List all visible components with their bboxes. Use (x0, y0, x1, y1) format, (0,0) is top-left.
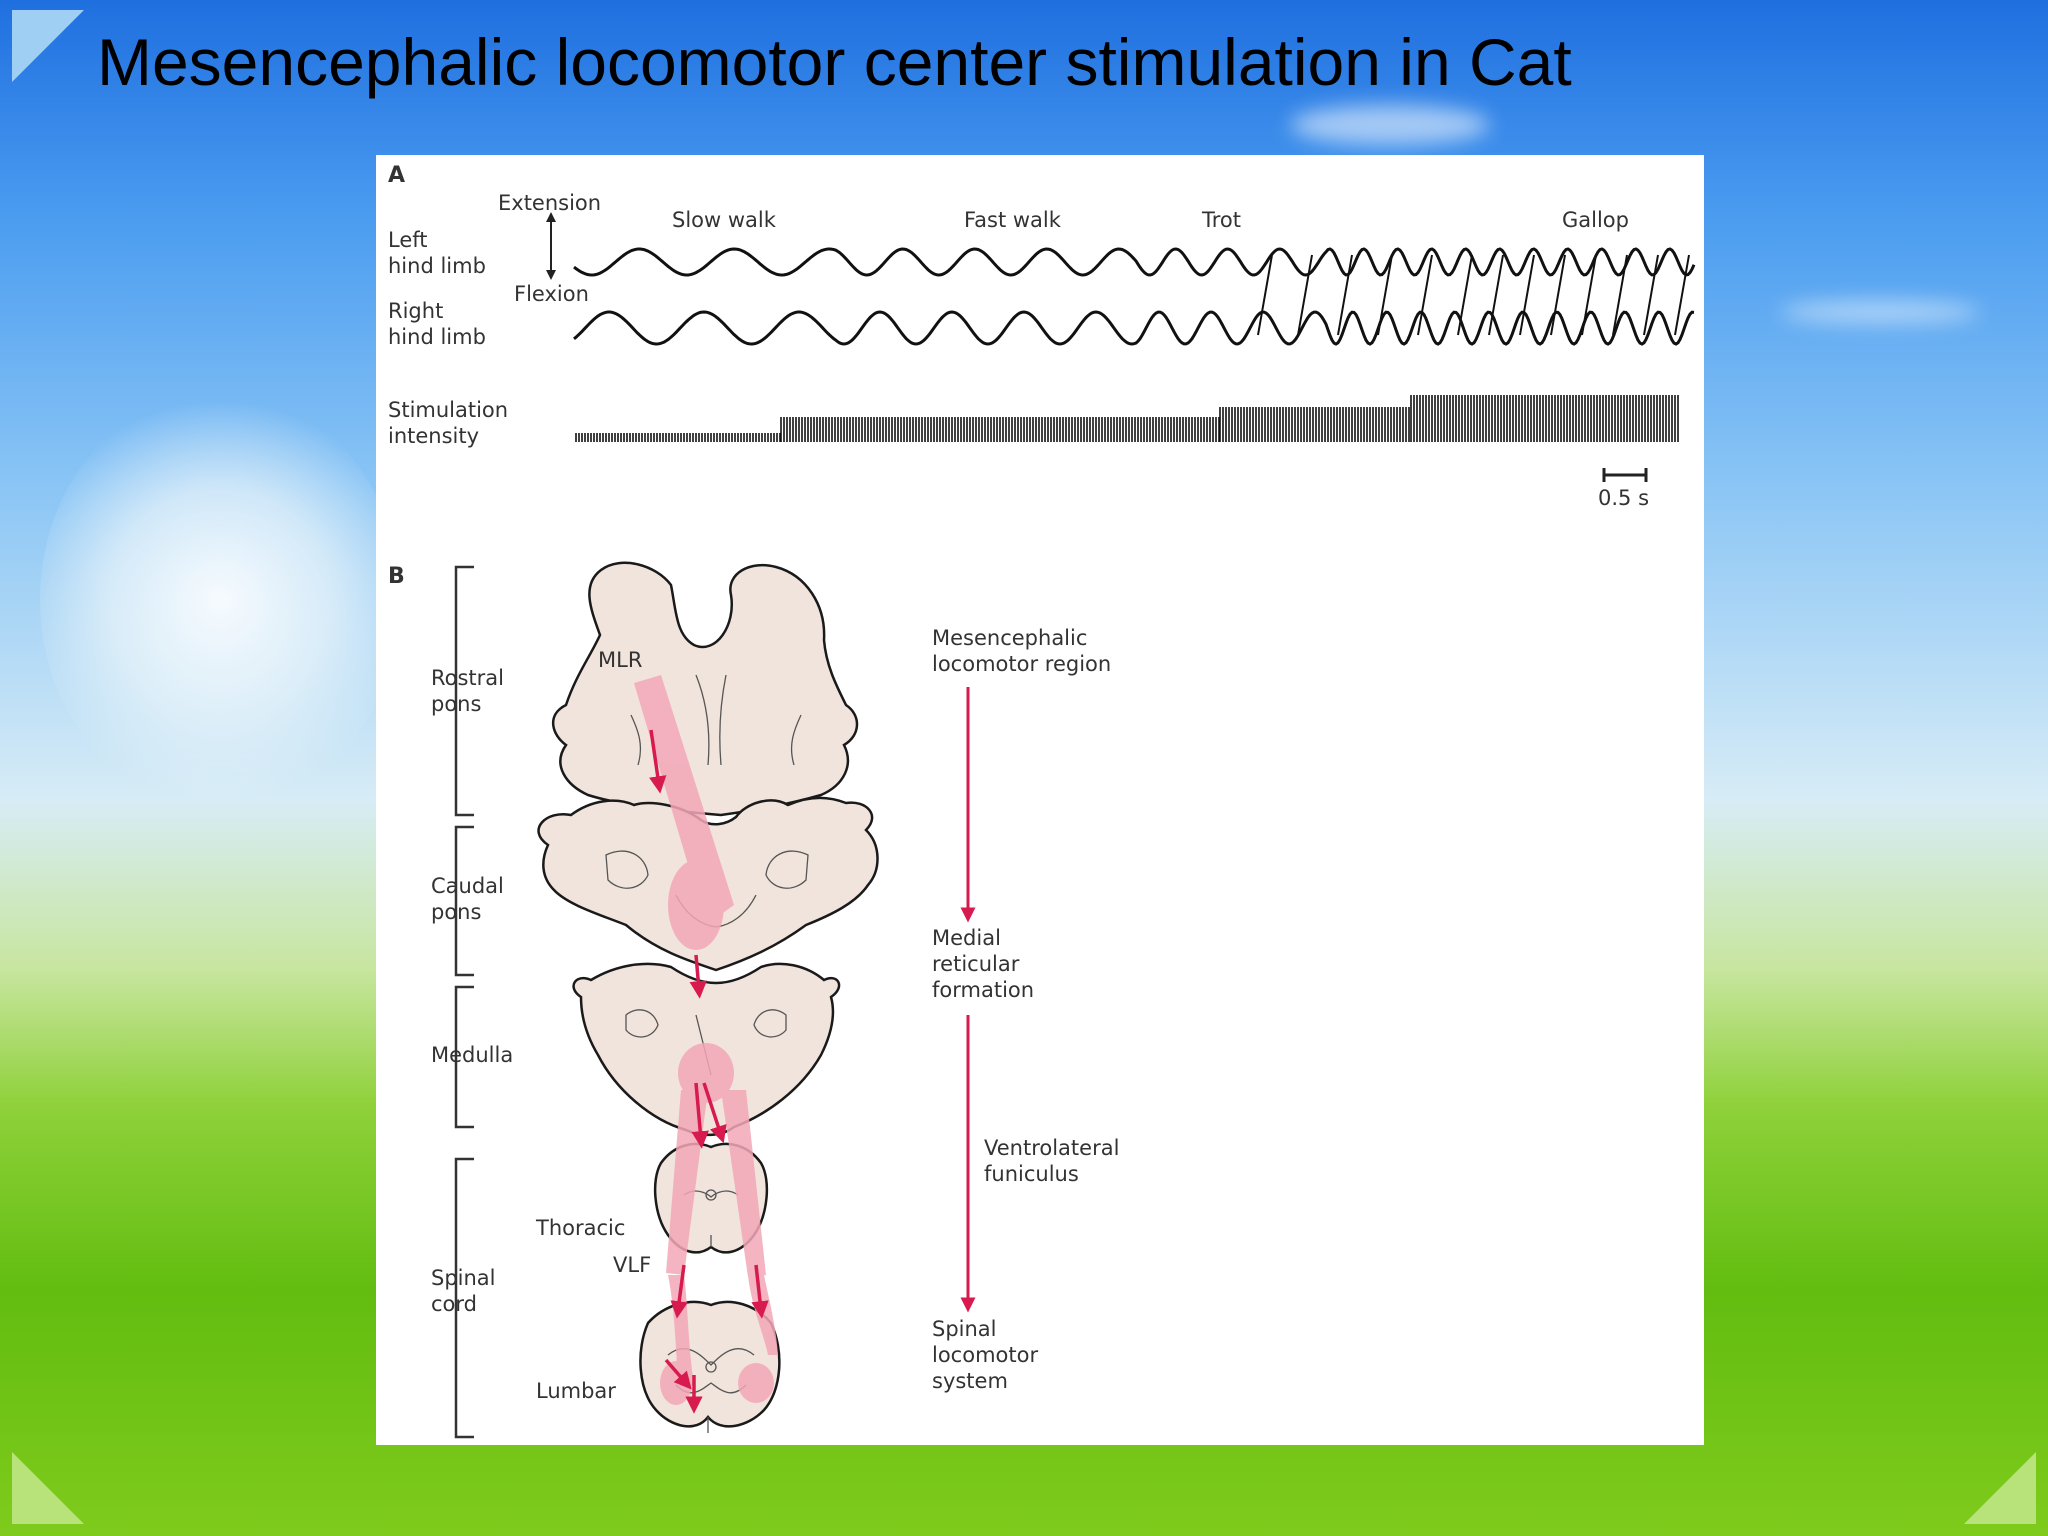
limb-coupling-stroke (1674, 254, 1690, 336)
cloud-decoration (1290, 105, 1490, 145)
extension-label: Extension (498, 191, 601, 215)
limb-coupling-stroke (1488, 254, 1504, 336)
limb-coupling-stroke (1581, 254, 1597, 336)
thoracic-label: Thoracic (535, 1216, 625, 1240)
rostral-pons-section (552, 561, 859, 817)
stimulation-intensity-trace (575, 395, 1679, 442)
limb-coupling-stroke (1337, 254, 1353, 336)
limb-coupling-stroke (1377, 254, 1393, 336)
slide-title: Mesencephalic locomotor center stimulati… (97, 25, 1572, 99)
scale-bar-label: 0.5 s (1598, 486, 1649, 510)
limb-coupling-stroke (1612, 254, 1628, 336)
previous-slide-button[interactable] (12, 1452, 84, 1524)
mlr-label: MLR (598, 648, 642, 672)
limb-traces (573, 247, 1696, 346)
limb-coupling-stroke (1457, 254, 1473, 336)
lumbar-label: Lumbar (536, 1379, 616, 1403)
panel-a-label: A (388, 163, 405, 188)
right-hind-limb-trace (573, 310, 1695, 346)
limb-coupling-stroke (1519, 254, 1535, 336)
gait-trot: Trot (1201, 208, 1241, 232)
limb-coupling-stroke (1417, 254, 1433, 336)
pathway-highlight (634, 675, 778, 1405)
region-medulla: Medulla (431, 1043, 513, 1067)
gait-gallop: Gallop (1562, 208, 1629, 232)
limb-coupling-stroke (1297, 254, 1313, 336)
dandelion-decoration (40, 390, 400, 810)
limb-coupling-stroke (1550, 254, 1566, 336)
gait-slow-walk: Slow walk (672, 208, 777, 232)
panel-b-label: B (388, 564, 405, 589)
brainstem-sections (537, 561, 879, 1428)
limb-coupling-stroke (1643, 254, 1659, 336)
pathway-arrows (649, 729, 769, 1414)
left-hind-limb-trace (573, 247, 1696, 277)
top-left-corner-icon (12, 10, 84, 82)
flexion-label: Flexion (514, 282, 589, 306)
cloud-decoration (1780, 300, 1980, 324)
limb-coupling-stroke (1257, 254, 1273, 336)
gait-fast-walk: Fast walk (964, 208, 1062, 232)
next-slide-button[interactable] (1964, 1452, 2036, 1524)
region-brackets (454, 565, 474, 1439)
vlf-label: VLF (613, 1253, 651, 1277)
